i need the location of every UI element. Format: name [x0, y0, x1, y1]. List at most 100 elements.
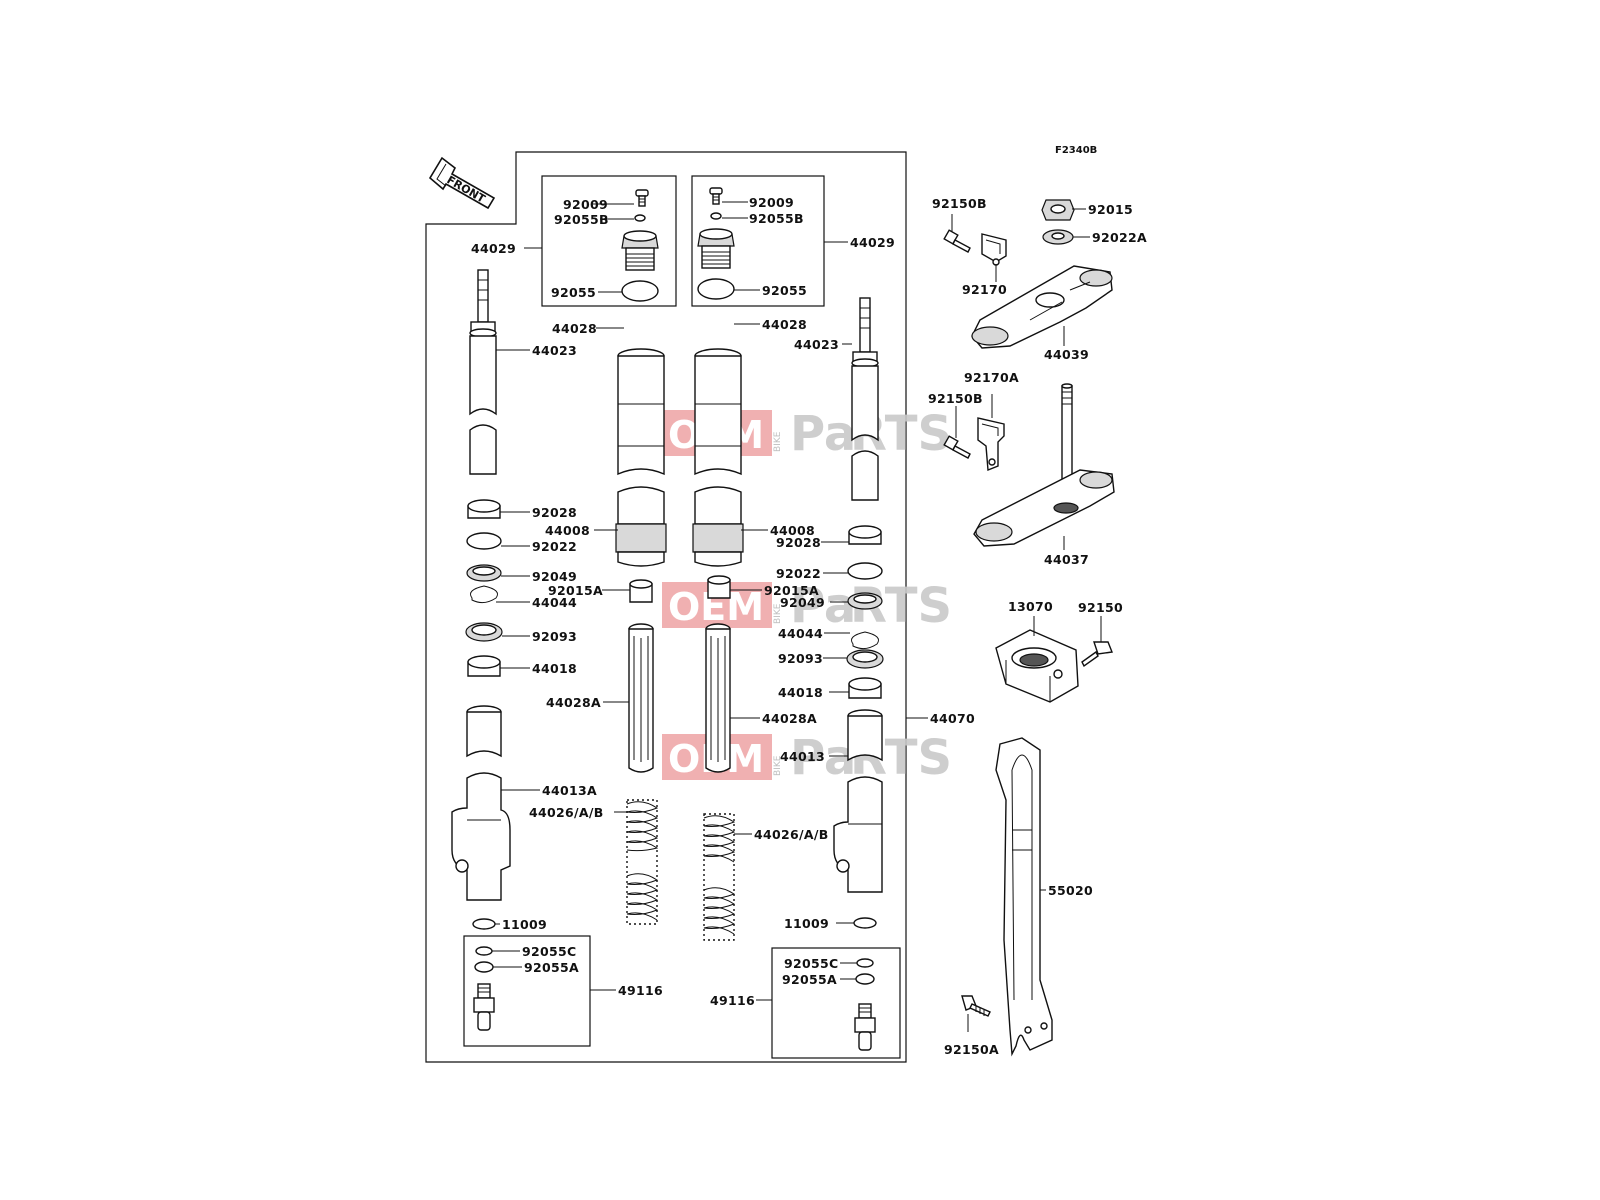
label-92055b-right: 92055B	[749, 211, 804, 226]
label-44044-left: 44044	[532, 595, 577, 610]
leader-lines	[492, 201, 1102, 1032]
label-92022-right: 92022	[776, 566, 821, 581]
part-labels: 44029 92009 92055B 92055 92009 92055B 92…	[471, 195, 1147, 1057]
label-44008-right: 44008	[770, 523, 815, 538]
label-44023-left: 44023	[532, 343, 577, 358]
svg-text:BIKE: BIKE	[773, 431, 783, 452]
dust-seal-icon	[465, 622, 503, 642]
label-92015a-left: 92015A	[548, 583, 603, 598]
label-92055b-left: 92055B	[554, 212, 609, 227]
label-92015: 92015	[1088, 202, 1133, 217]
label-92055a-left: 92055A	[524, 960, 579, 975]
label-44029-right: 44029	[850, 235, 895, 250]
svg-text:Pa: Pa	[790, 730, 856, 786]
svg-text:Pa: Pa	[790, 406, 856, 462]
label-44018-left: 44018	[532, 661, 577, 676]
label-44028a-right: 44028A	[762, 711, 817, 726]
oil-seal-icon	[847, 592, 883, 610]
fork-cap-bolt-icon	[697, 228, 735, 269]
label-92028-right: 92028	[776, 535, 821, 550]
label-44026-right: 44026/A/B	[754, 827, 829, 842]
inner-tube-icon	[692, 348, 744, 567]
cap-box-left	[541, 175, 677, 307]
label-44013: 44013	[780, 749, 825, 764]
label-92049-right: 92049	[780, 595, 825, 610]
screw-part-icon	[709, 187, 723, 205]
label-44028-right: 44028	[762, 317, 807, 332]
oring-small-icon	[474, 961, 494, 973]
screw-part-icon	[635, 189, 649, 207]
label-44044-right: 44044	[778, 626, 823, 641]
label-44023-right: 44023	[794, 337, 839, 352]
label-44028-left: 44028	[552, 321, 597, 336]
oring-small-icon	[856, 958, 874, 968]
label-11009-left: 11009	[502, 917, 547, 932]
stem-washer-icon	[1042, 229, 1074, 245]
label-92170a: 92170A	[964, 370, 1019, 385]
cable-clamp-icon	[977, 417, 1005, 472]
label-92055-left: 92055	[551, 285, 596, 300]
label-92009-right: 92009	[749, 195, 794, 210]
handlebar-holder-icon	[995, 629, 1079, 703]
bolt-icon	[961, 995, 991, 1017]
bolt-icon	[1081, 641, 1113, 668]
circlip-icon	[851, 631, 879, 650]
outer-tube-icon	[833, 709, 883, 893]
valve-box-left	[463, 935, 591, 1047]
label-44008-left: 44008	[545, 523, 590, 538]
damper-rod-icon	[851, 297, 879, 501]
damper-cylinder-icon	[628, 623, 654, 773]
label-44028a-left: 44028A	[546, 695, 601, 710]
label-92093-right: 92093	[778, 651, 823, 666]
stem-nut-icon	[1041, 199, 1075, 221]
label-49116-right: 49116	[710, 993, 755, 1008]
front-label: FRONT	[445, 173, 488, 206]
diagram-code: F2340B	[1055, 145, 1097, 156]
label-92150a: 92150A	[944, 1042, 999, 1057]
cable-clamp-icon	[981, 233, 1007, 266]
damper-rod-icon	[469, 269, 497, 475]
damper-cylinder-icon	[705, 623, 731, 773]
label-92055-right: 92055	[762, 283, 807, 298]
label-92150b-mid: 92150B	[928, 391, 983, 406]
svg-text:Pa: Pa	[790, 578, 856, 634]
label-92055c-left: 92055C	[522, 944, 576, 959]
label-92022-left: 92022	[532, 539, 577, 554]
dust-seal-icon	[846, 649, 884, 669]
front-arrow-icon: FRONT	[428, 156, 496, 210]
label-92022a: 92022A	[1092, 230, 1147, 245]
nut-icon	[707, 575, 731, 599]
label-13070: 13070	[1008, 599, 1053, 614]
oring-small-icon	[475, 946, 493, 956]
svg-text:BIKE: BIKE	[773, 755, 783, 776]
fork-spring-icon	[703, 813, 736, 941]
label-92049-left: 92049	[532, 569, 577, 584]
label-49116-left: 49116	[618, 983, 663, 998]
bolt-icon	[943, 435, 971, 459]
label-92093-left: 92093	[532, 629, 577, 644]
fork-assembly-frame	[425, 151, 907, 1063]
oring-small-icon	[634, 214, 646, 222]
bolt-icon	[943, 229, 971, 253]
inner-tube-icon	[615, 348, 667, 567]
fork-spring-icon	[626, 799, 659, 925]
oring-large-icon	[621, 280, 659, 302]
label-92055a-right: 92055A	[782, 972, 837, 987]
washer-icon	[466, 532, 502, 550]
label-92009-left: 92009	[563, 197, 608, 212]
washer-icon	[847, 562, 883, 580]
label-44029-left: 44029	[471, 241, 516, 256]
oring-small-icon	[710, 212, 722, 220]
label-92015a-right: 92015A	[764, 583, 819, 598]
oil-seal-icon	[466, 564, 502, 582]
label-44070: 44070	[930, 711, 975, 726]
oring-large-icon	[697, 278, 735, 300]
label-55020: 55020	[1048, 883, 1093, 898]
label-44018-right: 44018	[778, 685, 823, 700]
oring-small-icon	[855, 973, 875, 985]
fork-guard-icon	[995, 737, 1053, 1057]
valve-icon	[473, 983, 495, 1031]
outer-tube-icon	[451, 705, 511, 901]
label-11009-right: 11009	[784, 916, 829, 931]
